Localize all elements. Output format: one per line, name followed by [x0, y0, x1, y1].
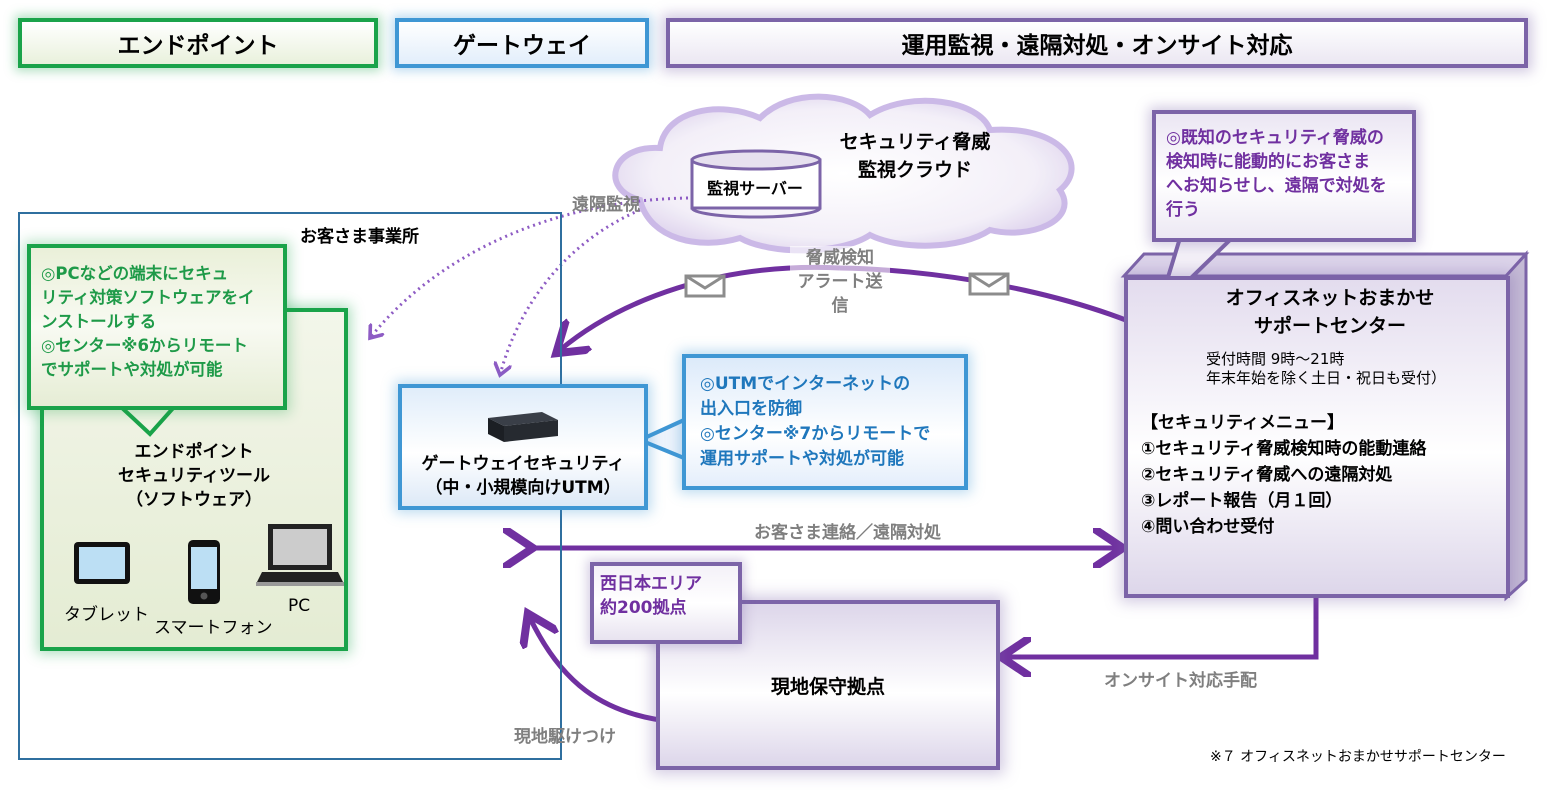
endpoint-callout-line: ◎PCなどの端末にセキュ: [41, 264, 229, 283]
area-callout-line: 西日本エリア: [600, 574, 702, 594]
remote-monitor-arrow-endpoint: [370, 196, 689, 338]
gateway-title-line: （中・小規模向けUTM）: [425, 478, 621, 498]
gateway-title-line: ゲートウェイセキュリティ: [421, 454, 625, 474]
security-menu-title: 【セキュリティメニュー】: [1141, 413, 1344, 433]
security-menu: 【セキュリティメニュー】 ①セキュリティ脅威検知時の能動連絡 ②セキュリティ脅威…: [1141, 410, 1426, 540]
mail-icon: [968, 272, 1010, 296]
endpoint-callout-line: でサポートや対処が可能: [41, 360, 223, 379]
gateway-callout-line: ◎UTMでインターネットの: [700, 374, 911, 394]
device-label-tablet: タブレット: [64, 605, 149, 625]
onsite-arrangement-arrow: [1006, 598, 1319, 657]
support-callout-line: ◎既知のセキュリティ脅威の: [1166, 128, 1384, 148]
device-label-smartphone: スマートフォン: [154, 618, 273, 638]
endpoint-callout-line: リティ対策ソフトウェアをイ: [41, 288, 255, 307]
customer-office-title: お客さま事業所: [300, 227, 419, 247]
endpoint-tool-title-line: （ソフトウェア）: [126, 490, 262, 510]
endpoint-callout-line: ンストールする: [41, 312, 157, 331]
support-center-hours: 受付時間 9時～21時 年末年始を除く土日・祝日も受付）: [1206, 350, 1446, 388]
alert-label: 脅威検知 アラート送信: [790, 246, 890, 318]
server-icon: [690, 149, 822, 219]
endpoint-tool-title-line: エンドポイント: [134, 442, 254, 462]
endpoint-tool-title: エンドポイント セキュリティツール （ソフトウェア）: [40, 440, 348, 512]
area-callout-line: 約200拠点: [600, 598, 687, 618]
laptop-icon: [256, 524, 344, 586]
gateway-title: ゲートウェイセキュリティ （中・小規模向けUTM）: [398, 452, 648, 500]
gateway-box: [398, 384, 648, 510]
support-callout-line: 検知時に能動的にお客さま: [1166, 152, 1370, 172]
support-center-title: オフィスネットおまかせ サポートセンター: [1180, 284, 1480, 340]
onsite-rush-label: 現地駆けつけ: [514, 727, 616, 747]
endpoint-callout: ◎PCなどの端末にセキュ リティ対策ソフトウェアをイ ンストールする ◎センター…: [27, 244, 287, 410]
hours-line: 年末年始を除く土日・祝日も受付）: [1206, 369, 1447, 387]
customer-contact-label: お客さま連絡／遠隔対処: [754, 523, 941, 543]
security-menu-item: ②セキュリティ脅威への遠隔対処: [1141, 465, 1393, 485]
support-callout: ◎既知のセキュリティ脅威の 検知時に能動的にお客さま へお知らせし、遠隔で対処を…: [1152, 110, 1416, 242]
mail-icon: [684, 274, 726, 298]
support-callout-line: 行う: [1166, 200, 1200, 220]
smartphone-icon: [188, 540, 220, 604]
support-center-title-line: オフィスネットおまかせ: [1225, 287, 1435, 309]
gateway-callout-line: 出入口を防御: [700, 399, 802, 419]
header-operations: 運用監視・遠隔対処・オンサイト対応: [666, 18, 1528, 68]
gateway-callout-line: ◎センター※7からリモートで: [700, 424, 931, 444]
utm-device-icon: [488, 412, 558, 442]
device-label-pc: PC: [288, 596, 311, 616]
alert-label-line: 脅威検知: [806, 248, 874, 268]
hours-line: 受付時間 9時～21時: [1206, 350, 1345, 368]
server-label: 監視サーバー: [707, 179, 803, 198]
security-menu-item: ④問い合わせ受付: [1141, 517, 1275, 537]
onsite-rush-arrow: [530, 618, 677, 725]
remote-monitoring-label: 遠隔監視: [572, 195, 640, 215]
support-center-box: [1124, 276, 1510, 598]
header-gateway: ゲートウェイ: [395, 18, 649, 68]
alert-label-line: アラート送信: [797, 272, 883, 316]
cloud-title-line: 監視クラウド: [857, 159, 972, 181]
support-callout-line: へお知らせし、遠隔で対処を: [1166, 176, 1387, 196]
cloud-title-line: セキュリティ脅威: [839, 131, 991, 153]
endpoint-tool-title-line: セキュリティツール: [118, 466, 270, 486]
onsite-arrangement-label: オンサイト対応手配: [1104, 671, 1257, 691]
tablet-icon: [74, 542, 130, 584]
area-callout: 西日本エリア 約200拠点: [590, 562, 742, 644]
endpoint-callout-line: ◎センター※6からリモート: [41, 336, 248, 355]
footnote: ※７ オフィスネットおまかせサポートセンター: [1210, 749, 1506, 765]
security-menu-item: ③レポート報告（月１回）: [1141, 491, 1343, 511]
cloud-title: セキュリティ脅威 監視クラウド: [820, 128, 1010, 184]
gateway-callout-line: 運用サポートや対処が可能: [700, 449, 904, 469]
support-center-title-line: サポートセンター: [1253, 315, 1406, 337]
security-menu-item: ①セキュリティ脅威検知時の能動連絡: [1141, 439, 1427, 459]
header-endpoint: エンドポイント: [18, 18, 378, 68]
gateway-callout: ◎UTMでインターネットの 出入口を防御 ◎センター※7からリモートで 運用サポ…: [682, 354, 968, 490]
